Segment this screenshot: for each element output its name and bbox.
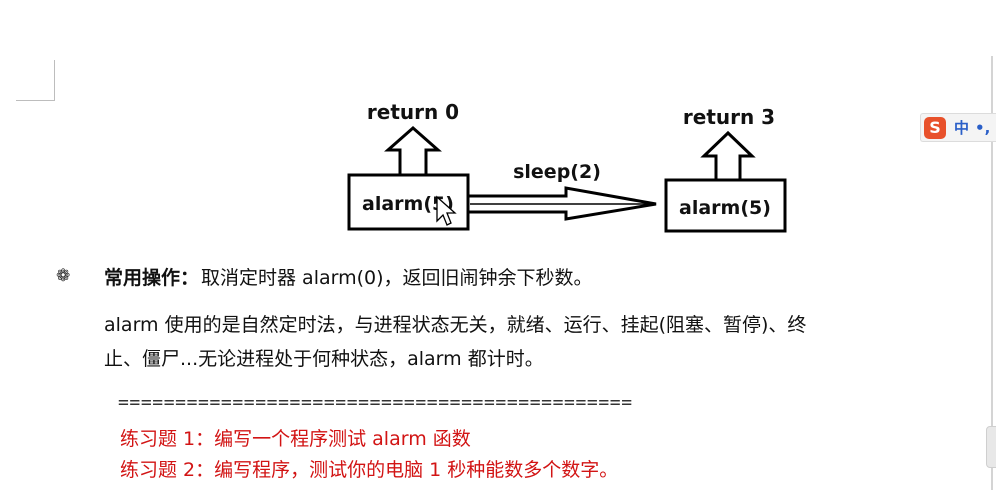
exercise-2: 练习题 2：编写程序，测试你的电脑 1 秒种能数多个数字。 [120,459,619,481]
bullet-key: 常用操作： [104,266,200,289]
right-alarm-label: alarm(5) [679,197,771,219]
scroll-tab-handle[interactable] [986,426,996,468]
equals-divider: ========================================… [118,392,633,413]
alarm-diagram: return 0 return 3 sleep(2) alarm(5) alar… [347,100,787,233]
right-return-label: return 3 [683,105,775,129]
exercise-1: 练习题 1：编写一个程序测试 alarm 函数 [120,428,471,450]
sogou-ime-icon[interactable]: S [924,116,946,139]
paragraph-line-1: alarm 使用的是自然定时法，与进程状态无关，就绪、运行、挂起(阻塞、暂停)、… [104,314,807,336]
ime-punctuation-toggle[interactable]: •, [975,118,991,137]
page-right-edge [991,56,993,490]
right-alarm-box [664,178,787,233]
left-alarm-label: alarm(5) [362,193,454,215]
gear-bullet-icon: ❁ [56,266,71,286]
alarm-paragraph: alarm 使用的是自然定时法，与进程状态无关，就绪、运行、挂起(阻塞、暂停)、… [104,308,992,376]
bullet-line: ❁ 常用操作： 取消定时器 alarm(0)，返回旧闹钟余下秒数。 [56,262,593,290]
paragraph-line-2: 止、僵尸...无论进程处于何种状态，alarm 都计时。 [104,348,544,370]
bullet-text: 取消定时器 alarm(0)，返回旧闹钟余下秒数。 [201,266,593,289]
right-up-arrow [700,130,756,180]
left-return-label: return 0 [367,100,459,124]
ime-language-toggle[interactable]: 中 [954,119,970,137]
ime-toolbar[interactable]: S 中 •, [920,113,996,142]
left-up-arrow [384,126,442,175]
sleep-label: sleep(2) [513,161,601,183]
mouse-cursor-icon [436,195,457,226]
page-corner-mark [16,60,55,101]
